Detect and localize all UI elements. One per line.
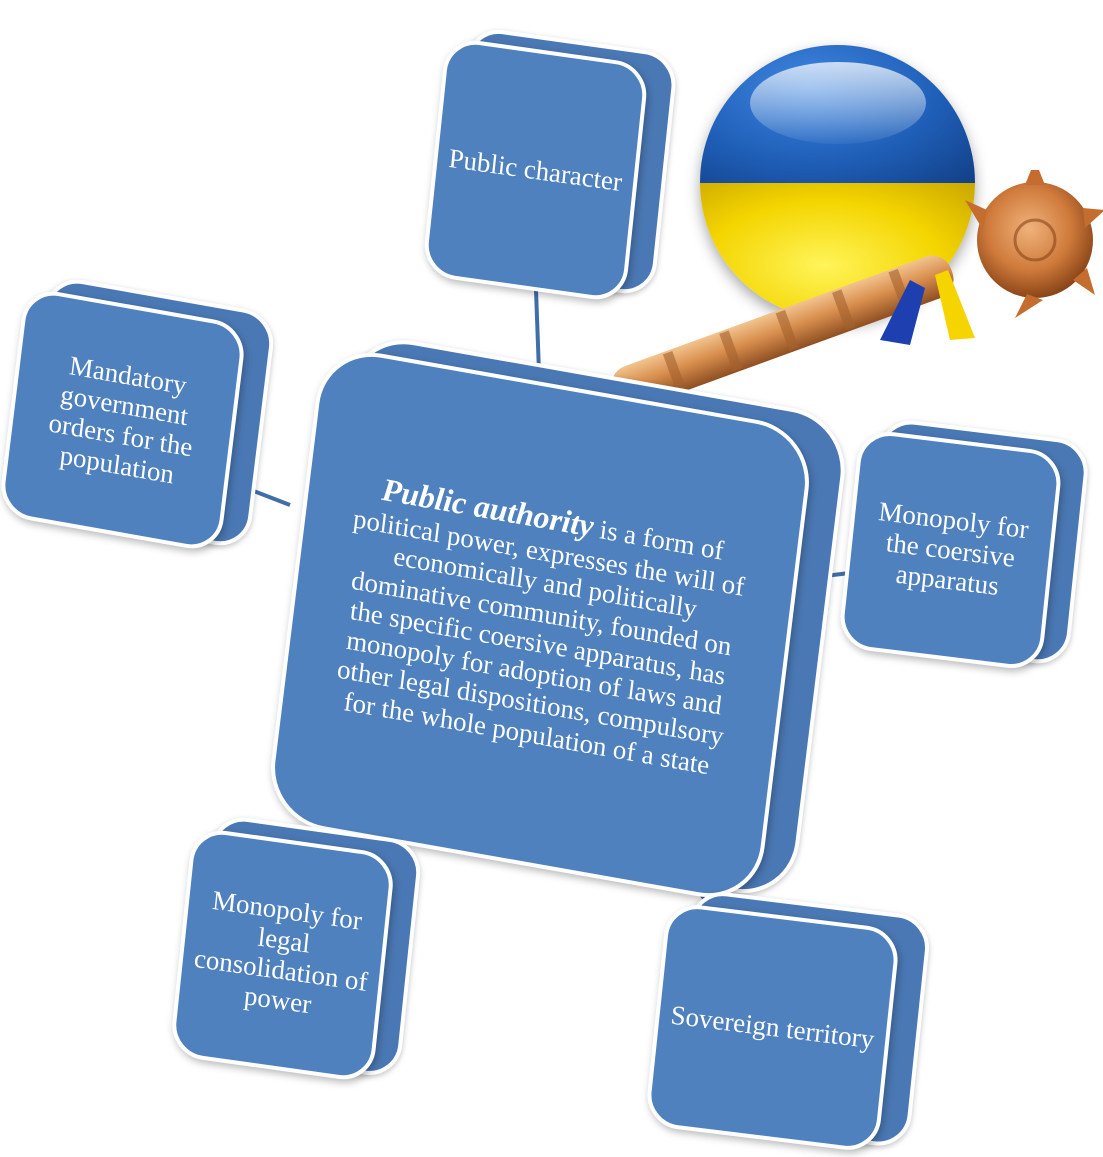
feature-box-public-character: Public character	[421, 25, 679, 304]
central-definition-text: Public authority is a form of political …	[322, 466, 758, 783]
feature-box-coersive-apparatus: Monopoly for the coersive apparatus	[837, 416, 1092, 672]
feature-box-mandatory-orders: Mandatory government orders for the popu…	[0, 274, 278, 554]
central-definition-box: Public authority is a form of political …	[264, 330, 852, 907]
central-definition: is a form of political power, expresses …	[335, 503, 747, 780]
feature-label-legal-consolidation: Monopoly for legal consolidation of powe…	[192, 884, 370, 1020]
feature-label-coersive-apparatus: Monopoly for the coersive apparatus	[877, 495, 1031, 602]
feature-box-legal-consolidation: Monopoly for legal consolidation of powe…	[168, 813, 424, 1084]
hetman-mace-icon	[611, 170, 1103, 400]
feature-label-sovereign-territory: Sovereign territory	[669, 999, 876, 1055]
feature-label-public-character: Public character	[447, 142, 624, 197]
feature-box-sovereign-territory: Sovereign territory	[644, 888, 933, 1154]
feature-label-mandatory-orders: Mandatory government orders for the popu…	[47, 349, 195, 490]
